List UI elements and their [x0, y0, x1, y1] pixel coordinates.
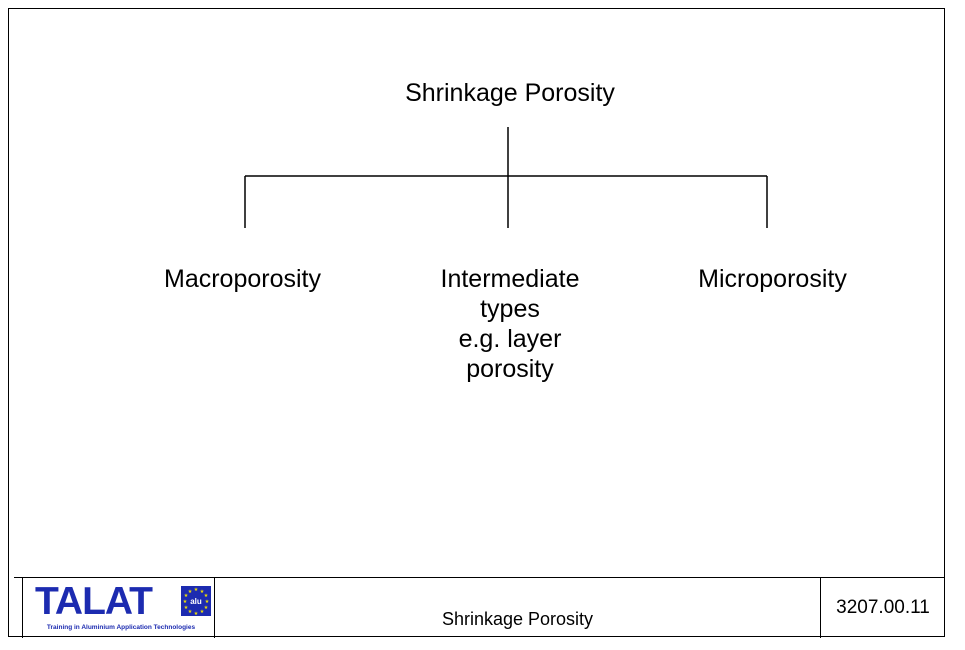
svg-text:★: ★ [205, 599, 210, 605]
svg-text:★: ★ [183, 599, 188, 605]
slide-code: 3207.00.11 [836, 597, 930, 618]
svg-text:★: ★ [200, 609, 205, 615]
footer-title: Shrinkage Porosity [215, 578, 821, 638]
talat-logo: TALAT ★★★ ★★★ ★★★ ★★★ alu Training in Al… [22, 578, 215, 638]
root-node: Shrinkage Porosity [405, 79, 615, 107]
slide-frame [8, 8, 945, 637]
eu-flag-icon: ★★★ ★★★ ★★★ ★★★ alu [181, 586, 211, 616]
svg-text:★: ★ [188, 609, 193, 615]
logo-wordmark: TALAT [35, 580, 153, 623]
svg-text:★: ★ [200, 589, 205, 595]
logo-subtitle: Training in Aluminium Application Techno… [46, 624, 196, 631]
svg-text:★: ★ [184, 593, 189, 599]
svg-text:★: ★ [204, 605, 209, 611]
svg-text:★: ★ [194, 587, 199, 593]
child-node-microporosity: Microporosity [698, 265, 847, 293]
child-node-intermediate: Intermediate types e.g. layer porosity [440, 265, 580, 383]
svg-text:★: ★ [204, 593, 209, 599]
svg-text:★: ★ [184, 605, 189, 611]
child-node-macroporosity: Macroporosity [164, 265, 321, 293]
svg-text:★: ★ [188, 589, 193, 595]
logo-flag-text: alu [190, 597, 202, 606]
svg-text:★: ★ [194, 611, 199, 616]
footer-bar: TALAT ★★★ ★★★ ★★★ ★★★ alu Training in Al… [14, 577, 945, 638]
